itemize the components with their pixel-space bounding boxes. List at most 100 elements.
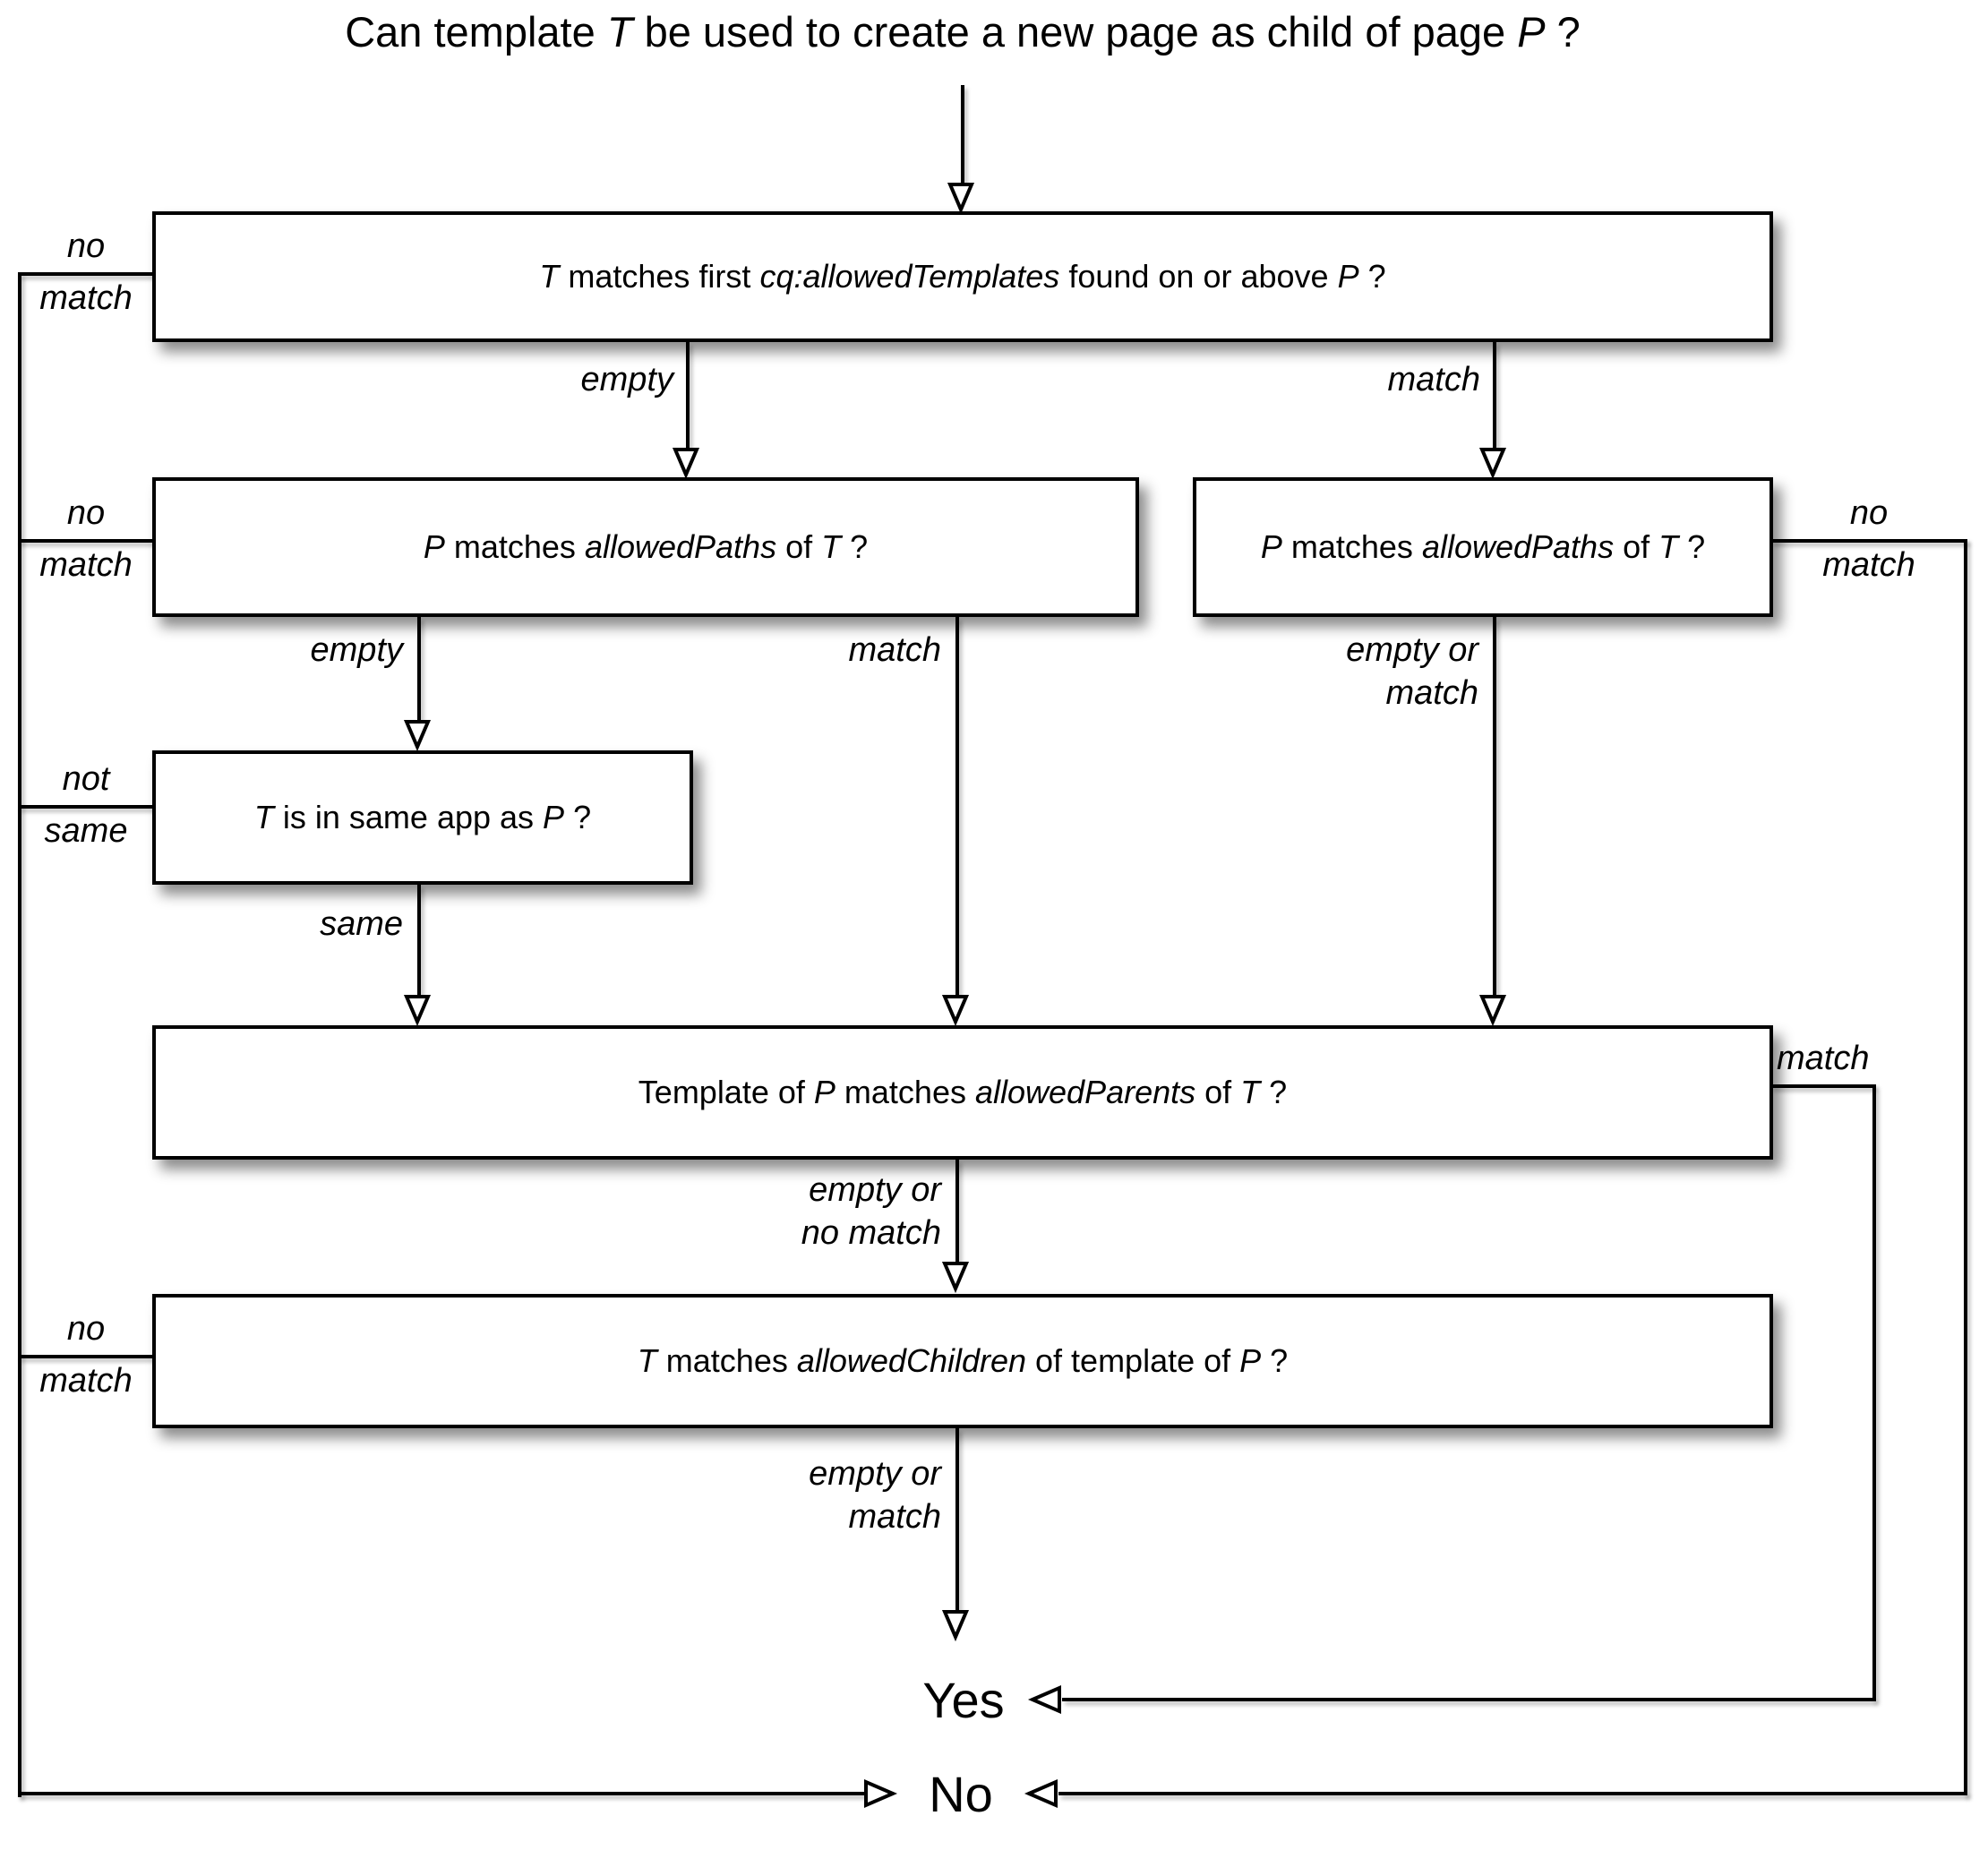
variable-P: P <box>813 1074 835 1110</box>
decision-box-same-app: T is in same app as P ? <box>152 750 693 885</box>
text-segment: found on or above <box>1059 258 1338 295</box>
text-segment: is in same app as <box>273 799 544 835</box>
variable-P: P <box>423 528 445 565</box>
rail-left-to-no <box>18 1792 867 1795</box>
rail-yes-to-yes <box>1062 1698 1874 1701</box>
property-allowedPaths: allowedPaths <box>1421 528 1615 565</box>
arrowhead-down-into-box5-from-box2 <box>941 995 970 1027</box>
edge-label-box2-no-match: match <box>39 546 133 584</box>
text-segment: ? <box>1358 258 1386 295</box>
text-segment: matches <box>444 528 585 565</box>
box-text: P matches allowedPaths of T ? <box>424 528 868 566</box>
box-text: P matches allowedPaths of T ? <box>1261 528 1705 566</box>
edge-label-box1-no-match: match <box>39 279 133 317</box>
terminal-no: No <box>929 1766 993 1822</box>
edge-label-box3-no: no <box>1849 494 1889 532</box>
title-segment: be used to create a new page as child of… <box>632 8 1518 56</box>
rail-left-from-box2 <box>18 539 154 543</box>
text-segment: Template of <box>638 1074 814 1110</box>
edge-label-box5-empty-or: empty or <box>809 1171 941 1209</box>
property-allowedChildren: allowedChildren <box>796 1342 1027 1379</box>
property-cq-allowedTemplates: cq:allowedTemplates <box>759 258 1060 295</box>
edge-label-box6-no: no <box>66 1310 106 1348</box>
text-segment: ? <box>1261 1342 1289 1379</box>
text-segment: ? <box>564 799 592 835</box>
edge-label-box6-match: match <box>848 1498 941 1536</box>
decision-box-allowed-templates: T matches first cq:allowedTemplates foun… <box>152 211 1773 342</box>
edge-label-box6-no-match: match <box>39 1362 133 1400</box>
rail-yes-from-box5 <box>1771 1084 1874 1088</box>
text-segment: of <box>1614 528 1659 565</box>
edge-label-box4-not-same: same <box>44 812 128 850</box>
text-segment: matches <box>835 1074 975 1110</box>
arrowhead-down-into-box3 <box>1478 448 1507 480</box>
title-segment: ? <box>1545 8 1581 56</box>
variable-T: T <box>539 258 560 295</box>
arrowhead-down-into-box6 <box>941 1262 970 1294</box>
text-segment: of <box>1195 1074 1241 1110</box>
decision-box-allowed-children: T matches allowedChildren of template of… <box>152 1294 1773 1428</box>
edge-label-box4-same: same <box>320 905 403 943</box>
variable-T: T <box>253 799 274 835</box>
edge-label-box1-empty: empty <box>580 361 673 398</box>
arrowhead-down-into-box5-from-box4 <box>403 995 432 1027</box>
edge-label-box5-match: match <box>1777 1040 1870 1077</box>
variable-P: P <box>543 799 565 835</box>
variable-P: P <box>1239 1342 1262 1379</box>
property-allowedPaths: allowedPaths <box>584 528 777 565</box>
terminal-yes: Yes <box>922 1672 1005 1728</box>
arrowhead-left-into-no <box>1024 1778 1058 1809</box>
variable-P: P <box>1517 8 1546 56</box>
edge-label-box4-not: not <box>62 760 110 798</box>
text-segment: matches first <box>559 258 760 295</box>
rail-left-from-box4 <box>18 805 154 809</box>
text-segment: of template of <box>1026 1342 1240 1379</box>
edge-label-box5-no-match: no match <box>801 1214 941 1252</box>
title-segment: Can template <box>345 8 607 56</box>
text-segment: matches <box>1281 528 1422 565</box>
edge-label-box3-empty-or: empty or <box>1346 631 1478 669</box>
text-segment: matches <box>656 1342 797 1379</box>
edge-label-box1-match: match <box>1387 361 1480 398</box>
edge-label-box1-no: no <box>66 227 106 265</box>
rail-right-to-no <box>1058 1792 1967 1795</box>
edge-label-box3-match: match <box>1385 674 1478 712</box>
connector-box5-down <box>955 1160 959 1263</box>
rail-right-from-box3 <box>1771 539 1967 543</box>
rail-right-vertical <box>1964 539 1967 1795</box>
box-text: Template of P matches allowedParents of … <box>638 1074 1287 1111</box>
connector-box6-to-yes <box>955 1428 959 1611</box>
connector-box4-same <box>417 885 421 995</box>
variable-T: T <box>1240 1074 1261 1110</box>
rail-yes-vertical <box>1872 1084 1876 1701</box>
edge-label-box6-empty-or: empty or <box>809 1455 941 1493</box>
arrowhead-down-into-box1 <box>947 183 975 215</box>
box-text: T matches first cq:allowedTemplates foun… <box>539 258 1385 295</box>
property-allowedParents: allowedParents <box>974 1074 1196 1110</box>
rail-left-vertical <box>18 272 21 1797</box>
edge-label-box2-empty: empty <box>310 631 403 669</box>
decision-box-allowed-paths-left: P matches allowedPaths of T ? <box>152 477 1139 617</box>
variable-P: P <box>1260 528 1282 565</box>
connector-box3-down <box>1493 617 1496 995</box>
variable-P: P <box>1337 258 1359 295</box>
decision-box-allowed-parents: Template of P matches allowedParents of … <box>152 1025 1773 1160</box>
box-text: T is in same app as P ? <box>254 799 591 836</box>
connector-box1-match <box>1493 342 1496 448</box>
variable-T: T <box>606 8 633 56</box>
connector-title-to-box1 <box>961 85 964 184</box>
arrowhead-left-into-yes <box>1027 1684 1061 1715</box>
variable-T: T <box>1658 528 1679 565</box>
arrowhead-down-into-box5-from-box3 <box>1478 995 1507 1027</box>
edge-label-box2-match: match <box>848 631 941 669</box>
text-segment: of <box>776 528 822 565</box>
arrowhead-down-into-box4 <box>403 720 432 752</box>
rail-left-from-box1 <box>18 272 154 276</box>
text-segment: ? <box>1678 528 1706 565</box>
arrowhead-right-into-no <box>864 1778 898 1809</box>
edge-label-box3-no-match: match <box>1822 546 1915 584</box>
arrowhead-down-into-yes <box>941 1610 970 1642</box>
rail-left-from-box6 <box>18 1355 154 1358</box>
variable-T: T <box>637 1342 657 1379</box>
